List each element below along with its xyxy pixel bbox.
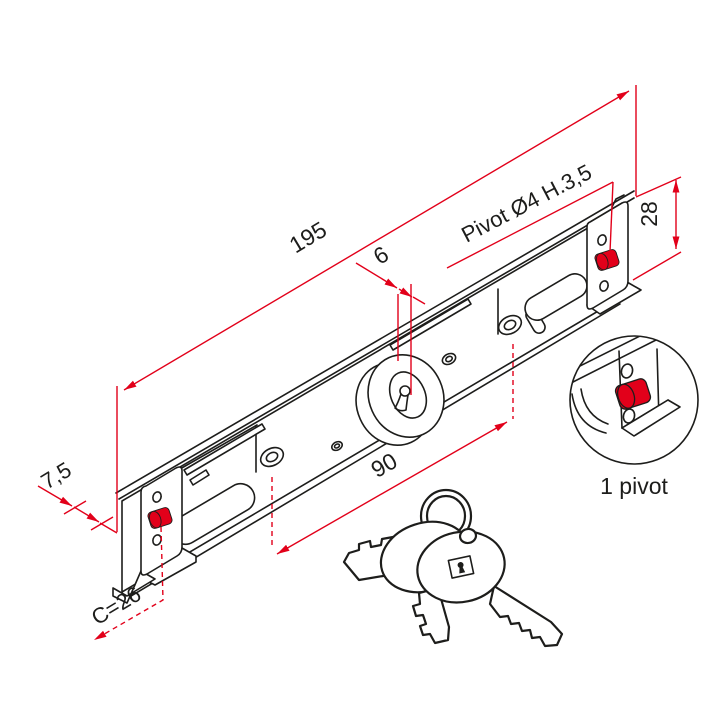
top-slot-left <box>183 423 266 476</box>
dim-6-line-a <box>355 262 398 289</box>
dim-c26-leader <box>93 526 164 641</box>
dim-28-label: 28 <box>636 201 662 227</box>
key-blade-down <box>411 586 451 645</box>
dim-c26-label: C=26 <box>87 581 145 630</box>
key-blade-right <box>488 584 564 648</box>
left-foot-hole-bottom <box>152 534 162 546</box>
dim-7-5-line-c <box>99 522 118 534</box>
dim-90-line <box>276 421 508 555</box>
pivot-pin-detail <box>614 378 652 410</box>
top-notch <box>189 469 210 486</box>
dim-28-ext-top <box>635 176 682 198</box>
left-foot-flange-low <box>112 570 156 604</box>
detail-caption: 1 pivot <box>600 473 668 499</box>
dim-7-5-line-b <box>73 506 100 523</box>
dim-7-5-line-a <box>37 485 73 507</box>
keys-illustration <box>342 488 564 648</box>
dim-28-ext-bottom <box>632 251 682 281</box>
left-foot-hole-top <box>152 491 162 503</box>
dim-6-line-b <box>398 287 413 298</box>
pivot-detail-content <box>570 336 681 437</box>
key-head-hole <box>458 527 478 545</box>
pivot-spec-leader <box>609 181 614 253</box>
pivot-detail-view: 1 pivot <box>569 335 699 499</box>
left-foot <box>112 466 197 604</box>
detail-circle <box>569 335 699 465</box>
dim-7-5-tick-b <box>90 516 114 531</box>
dim-6-label: 6 <box>369 241 393 270</box>
pivot-spec-label: Pivot Ø4 H.3,5 <box>457 159 595 247</box>
pivot-pin-left <box>147 507 173 529</box>
detail-notch <box>645 336 659 338</box>
detail-flange <box>621 399 681 437</box>
dim-195-line <box>123 90 630 391</box>
detail-hole-bottom <box>622 408 636 424</box>
dim-195-label: 195 <box>285 216 331 258</box>
pivot-spec-underline <box>446 181 614 269</box>
dim-7-5-tick-a <box>63 500 87 515</box>
detail-hole-top <box>620 363 634 379</box>
key-logo <box>447 555 475 579</box>
dim-6-line-c <box>412 296 426 305</box>
